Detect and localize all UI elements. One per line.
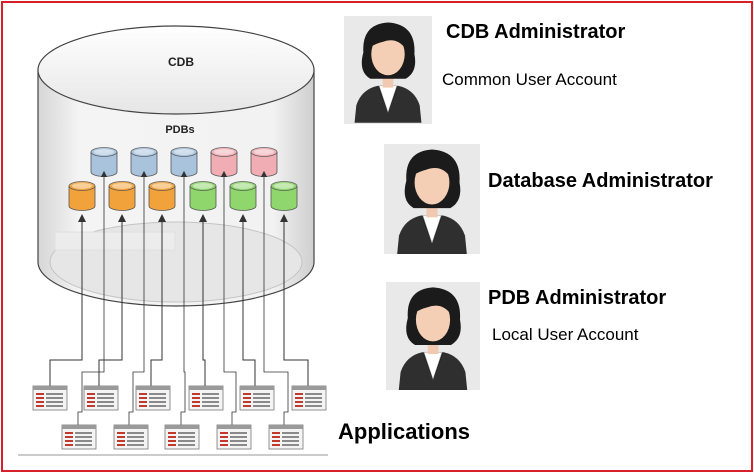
- pdb-cylinder-pink: [210, 147, 238, 177]
- administrator-avatar-icon: [384, 144, 480, 254]
- pdb-cylinder-green: [270, 181, 298, 211]
- application-window-icon: [61, 424, 97, 450]
- pdbs-label: PDBs: [165, 124, 194, 136]
- application-window-icon: [239, 385, 275, 411]
- cdb-administrator-subtitle: Common User Account: [442, 70, 617, 89]
- pdb-cylinder-blue: [90, 147, 118, 177]
- pdb-group: [68, 147, 298, 211]
- application-window-icon: [188, 385, 224, 411]
- connection-arrow: [49, 214, 86, 388]
- applications-label: Applications: [338, 419, 471, 444]
- administrator-avatar-icon: [386, 282, 480, 390]
- connection-arrow: [128, 170, 148, 426]
- connection-arrow: [77, 170, 108, 426]
- administrator-avatar-icon: [344, 16, 432, 124]
- connection-arrow: [280, 214, 309, 388]
- cdb-cylinder: [37, 25, 315, 307]
- application-window-icon: [135, 385, 171, 411]
- pdb-cylinder-orange: [108, 181, 136, 211]
- application-window-icon: [216, 424, 252, 450]
- connection-arrow: [180, 170, 188, 426]
- connection-arrow: [260, 170, 289, 426]
- pdb-cylinder-pink: [250, 147, 278, 177]
- cdb-administrator-title: CDB Administrator: [446, 21, 626, 43]
- connection-arrow: [150, 214, 166, 388]
- pdb-cylinder-blue: [170, 147, 198, 177]
- connection-arrow: [239, 214, 256, 388]
- application-window-icon: [113, 424, 149, 450]
- pdb-administrator-subtitle: Local User Account: [492, 325, 639, 344]
- connection-arrow: [98, 214, 126, 388]
- pdb-administrator-title: PDB Administrator: [488, 287, 667, 309]
- application-window-icon: [268, 424, 304, 450]
- connection-arrow: [220, 170, 237, 426]
- database-administrator-title: Database Administrator: [488, 170, 713, 192]
- application-window-icon: [164, 424, 200, 450]
- application-window-icon: [83, 385, 119, 411]
- pdb-cylinder-orange: [68, 181, 96, 211]
- pdb-cylinder-blue: [130, 147, 158, 177]
- application-window-icon: [291, 385, 327, 411]
- application-windows: [18, 385, 328, 456]
- pdb-cylinder-orange: [148, 181, 176, 211]
- application-window-icon: [32, 385, 68, 411]
- cdb-label: CDB: [168, 55, 194, 69]
- connection-lines: [49, 170, 309, 426]
- pdb-cylinder-green: [189, 181, 217, 211]
- pdb-cylinder-green: [229, 181, 257, 211]
- connection-arrow: [199, 214, 207, 388]
